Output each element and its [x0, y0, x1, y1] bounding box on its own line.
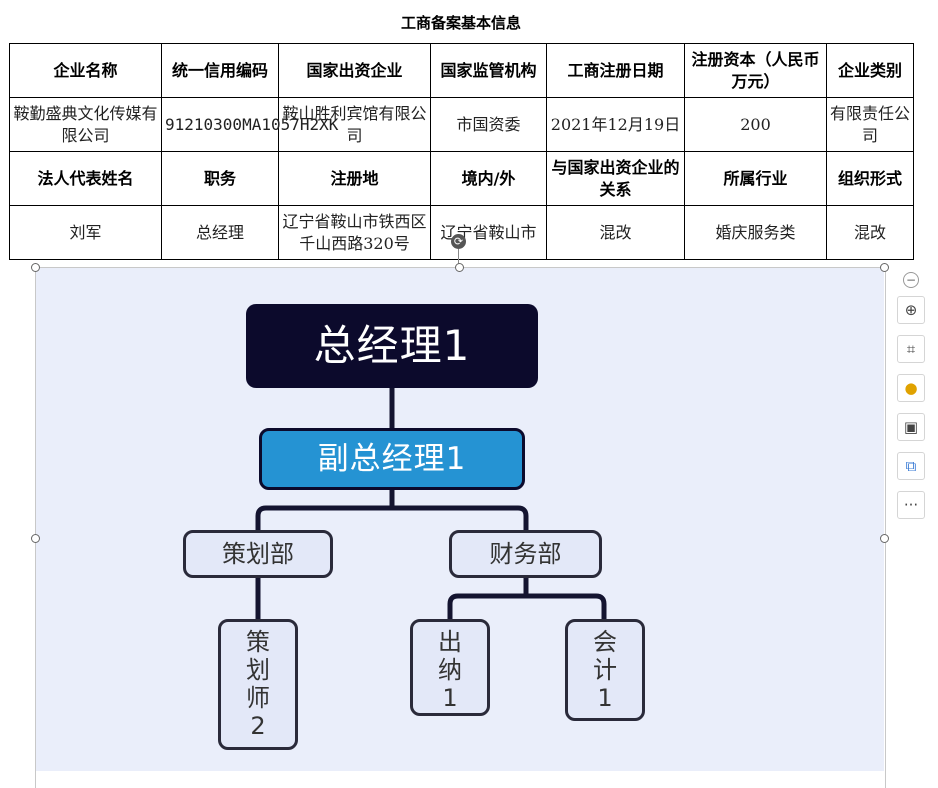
org-node-finance-dept: 财务部 — [449, 530, 602, 578]
org-node-char: 1 — [597, 684, 613, 712]
resize-handle-right[interactable] — [880, 534, 889, 543]
resize-handle-top-right[interactable] — [880, 263, 889, 272]
connector-line — [447, 593, 607, 619]
org-node-char: 计 — [593, 656, 617, 684]
lightbulb-icon[interactable]: ● — [897, 374, 925, 402]
image-replace-icon[interactable]: ⧉ — [897, 452, 925, 480]
table-header-cell: 境内/外 — [430, 151, 547, 206]
org-node-char: 划 — [246, 656, 270, 684]
table-header-cell: 所属行业 — [684, 151, 827, 206]
table-header-cell: 与国家出资企业的关系 — [546, 151, 685, 206]
table-cell[interactable]: 辽宁省鞍山市 — [430, 205, 547, 260]
table-cell[interactable]: 2021年12月19日 — [546, 97, 685, 152]
resize-handle-top[interactable] — [455, 263, 464, 272]
org-node-char: 会 — [593, 628, 617, 656]
crop-icon[interactable]: ⌗ — [897, 335, 925, 363]
minus-circle-icon[interactable]: − — [903, 272, 919, 288]
zoom-in-icon[interactable]: ⊕ — [897, 296, 925, 324]
table-header-cell: 组织形式 — [826, 151, 914, 206]
table-cell[interactable]: 有限责任公司 — [826, 97, 914, 152]
resize-handle-top-left[interactable] — [31, 263, 40, 272]
org-node-char: 1 — [442, 684, 458, 712]
more-options-button[interactable]: ··· — [897, 491, 925, 519]
table-row: 刘军 总经理 辽宁省鞍山市铁西区千山西路320号 辽宁省鞍山市 混改 婚庆服务类… — [9, 205, 914, 260]
org-node-char: 2 — [250, 712, 266, 740]
org-node-deputy-general-manager: 副总经理1 — [259, 428, 525, 490]
table-cell[interactable]: 辽宁省鞍山市铁西区千山西路320号 — [278, 205, 431, 260]
table-header-cell: 法人代表姓名 — [9, 151, 162, 206]
table-cell[interactable]: 总经理 — [161, 205, 279, 260]
table-header-cell: 注册地 — [278, 151, 431, 206]
table-cell[interactable]: 混改 — [546, 205, 685, 260]
table-row: 法人代表姓名 职务 注册地 境内/外 与国家出资企业的关系 所属行业 组织形式 — [9, 151, 914, 206]
table-cell[interactable]: 200 — [684, 97, 827, 152]
table-cell[interactable]: 刘军 — [9, 205, 162, 260]
org-node-planning-dept: 策划部 — [183, 530, 333, 578]
table-header-cell: 统一信用编码 — [161, 43, 279, 98]
table-header-cell: 国家监管机构 — [430, 43, 547, 98]
registration-info-table: 企业名称 统一信用编码 国家出资企业 国家监管机构 工商注册日期 注册资本（人民… — [9, 43, 914, 260]
table-row: 企业名称 统一信用编码 国家出资企业 国家监管机构 工商注册日期 注册资本（人民… — [9, 43, 914, 98]
org-node-char: 策 — [246, 628, 270, 656]
rotate-handle-stem — [458, 249, 459, 267]
table-header-cell: 工商注册日期 — [546, 43, 685, 98]
table-header-cell: 注册资本（人民币万元） — [684, 43, 827, 98]
table-header-cell: 企业类别 — [826, 43, 914, 98]
org-node-char: 师 — [246, 684, 270, 712]
table-cell[interactable]: 91210300MA1057H2XK — [161, 97, 338, 152]
table-cell[interactable]: 鞍山胜利宾馆有限公司 — [278, 97, 431, 152]
rotate-handle-icon[interactable]: ⟳ — [451, 234, 466, 249]
document-title: 工商备案基本信息 — [400, 14, 521, 32]
table-cell[interactable]: 婚庆服务类 — [684, 205, 827, 260]
resize-handle-left[interactable] — [31, 534, 40, 543]
org-chart-connectors — [255, 388, 607, 619]
table-cell[interactable]: 鞍勤盛典文化传媒有限公司 — [9, 97, 162, 152]
org-node-general-manager: 总经理1 — [246, 304, 538, 388]
image-convert-icon[interactable]: ▣ — [897, 413, 925, 441]
table-row: 鞍勤盛典文化传媒有限公司 91210300MA1057H2XK 鞍山胜利宾馆有限… — [9, 97, 914, 152]
table-header-cell: 国家出资企业 — [278, 43, 431, 98]
table-cell[interactable]: 市国资委 — [430, 97, 547, 152]
org-node-char: 出 — [438, 628, 462, 656]
connector-line — [255, 505, 529, 530]
org-node-char: 纳 — [438, 656, 462, 684]
table-header-cell: 企业名称 — [9, 43, 162, 98]
table-header-cell: 职务 — [161, 151, 279, 206]
table-cell[interactable]: 混改 — [826, 205, 914, 260]
